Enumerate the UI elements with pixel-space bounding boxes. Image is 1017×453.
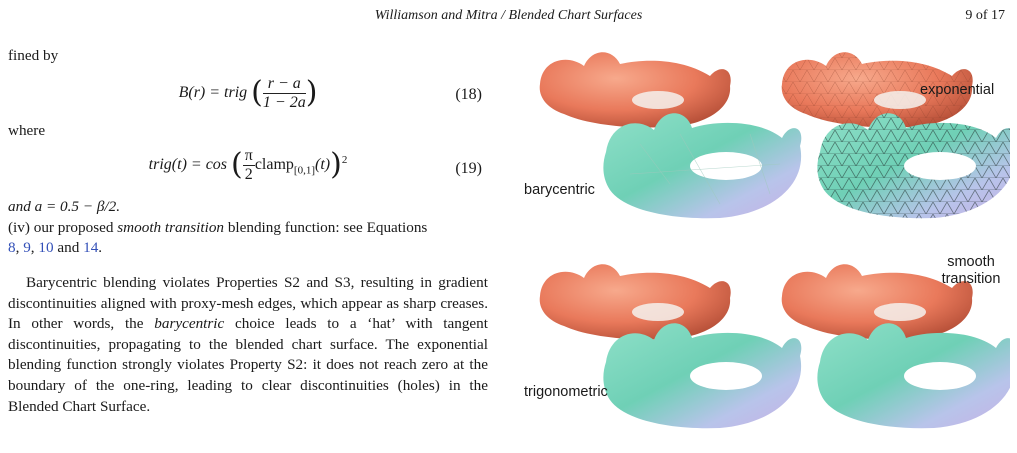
ref-separator: , xyxy=(30,239,39,257)
figure-blending-comparison: exponential barycentric smooth transitio… xyxy=(520,34,1016,448)
label-smooth: smooth xyxy=(947,254,995,270)
teal-duck-barycentric xyxy=(603,113,802,219)
eq19-two: 2 xyxy=(244,166,253,184)
eq19-pi: π xyxy=(242,147,255,167)
where-text: where xyxy=(8,121,46,139)
page-number: 9 of 17 xyxy=(965,8,1005,23)
running-title: Williamson and Mitra / Blended Chart Sur… xyxy=(374,8,643,23)
equation-ref-link[interactable]: 8 xyxy=(8,239,16,257)
item-iv-prefix: (iv) our proposed xyxy=(8,218,118,236)
orange-duck-top-right xyxy=(781,52,973,128)
ref-separator: , xyxy=(15,239,24,257)
item-iv: (iv) our proposed smooth transition blen… xyxy=(8,218,488,259)
eq18-numerator: r − a xyxy=(262,75,306,94)
teal-duck-exponential xyxy=(817,113,1016,219)
label-trigonometric: trigonometric xyxy=(524,384,608,400)
eq19-subscript: [0,1] xyxy=(293,164,315,177)
eq19-number: (19) xyxy=(455,160,482,178)
eq19-exponent: 2 xyxy=(341,154,348,167)
label-transition: transition xyxy=(941,271,1001,287)
eq19-lhs: trig(t) = cos xyxy=(148,156,228,174)
ref-and: and xyxy=(53,239,84,257)
figure-illustration xyxy=(539,52,1016,429)
eq18-number: (18) xyxy=(455,85,482,103)
fined-by-text: fined by xyxy=(8,47,59,64)
orange-duck-bottom-right xyxy=(781,264,973,340)
running-header: Williamson and Mitra / Blended Chart Sur… xyxy=(0,8,1017,28)
item-iv-emphasis: smooth transition xyxy=(117,218,225,236)
paragraph-text-2: choice leads to a ‘hat’ with tangent dis… xyxy=(8,315,488,415)
item-iv-suffix: blending function: see Equations xyxy=(224,218,428,236)
eq18-lhs: B(r) = trig xyxy=(178,83,248,101)
equation-ref-link[interactable]: 14 xyxy=(83,239,99,257)
label-barycentric: barycentric xyxy=(524,182,595,198)
equation-ref-link[interactable]: 10 xyxy=(38,239,54,257)
equation-ref-link[interactable]: 9 xyxy=(23,239,31,257)
teal-duck-smooth-transition xyxy=(817,323,1016,429)
eq19-arg: (t) xyxy=(314,156,331,174)
orange-duck-bottom-left xyxy=(539,264,731,340)
eq19-clamp: clamp xyxy=(254,156,294,174)
label-smooth-transition: smooth transition xyxy=(938,254,1004,288)
paragraph-emphasis: barycentric xyxy=(154,315,225,333)
ref-end: . xyxy=(98,239,103,257)
teal-duck-trigonometric xyxy=(603,323,802,429)
eq18-denominator: 1 − 2a xyxy=(262,93,306,111)
and-a-text: and a = 0.5 − β/2. xyxy=(8,198,121,216)
body-paragraph: Barycentric blending violates Properties… xyxy=(8,273,488,417)
orange-duck-top-left xyxy=(539,52,731,128)
label-exponential: exponential xyxy=(920,82,995,98)
paragraph-text-1: Barycentric blending violates Properties… xyxy=(8,273,488,333)
